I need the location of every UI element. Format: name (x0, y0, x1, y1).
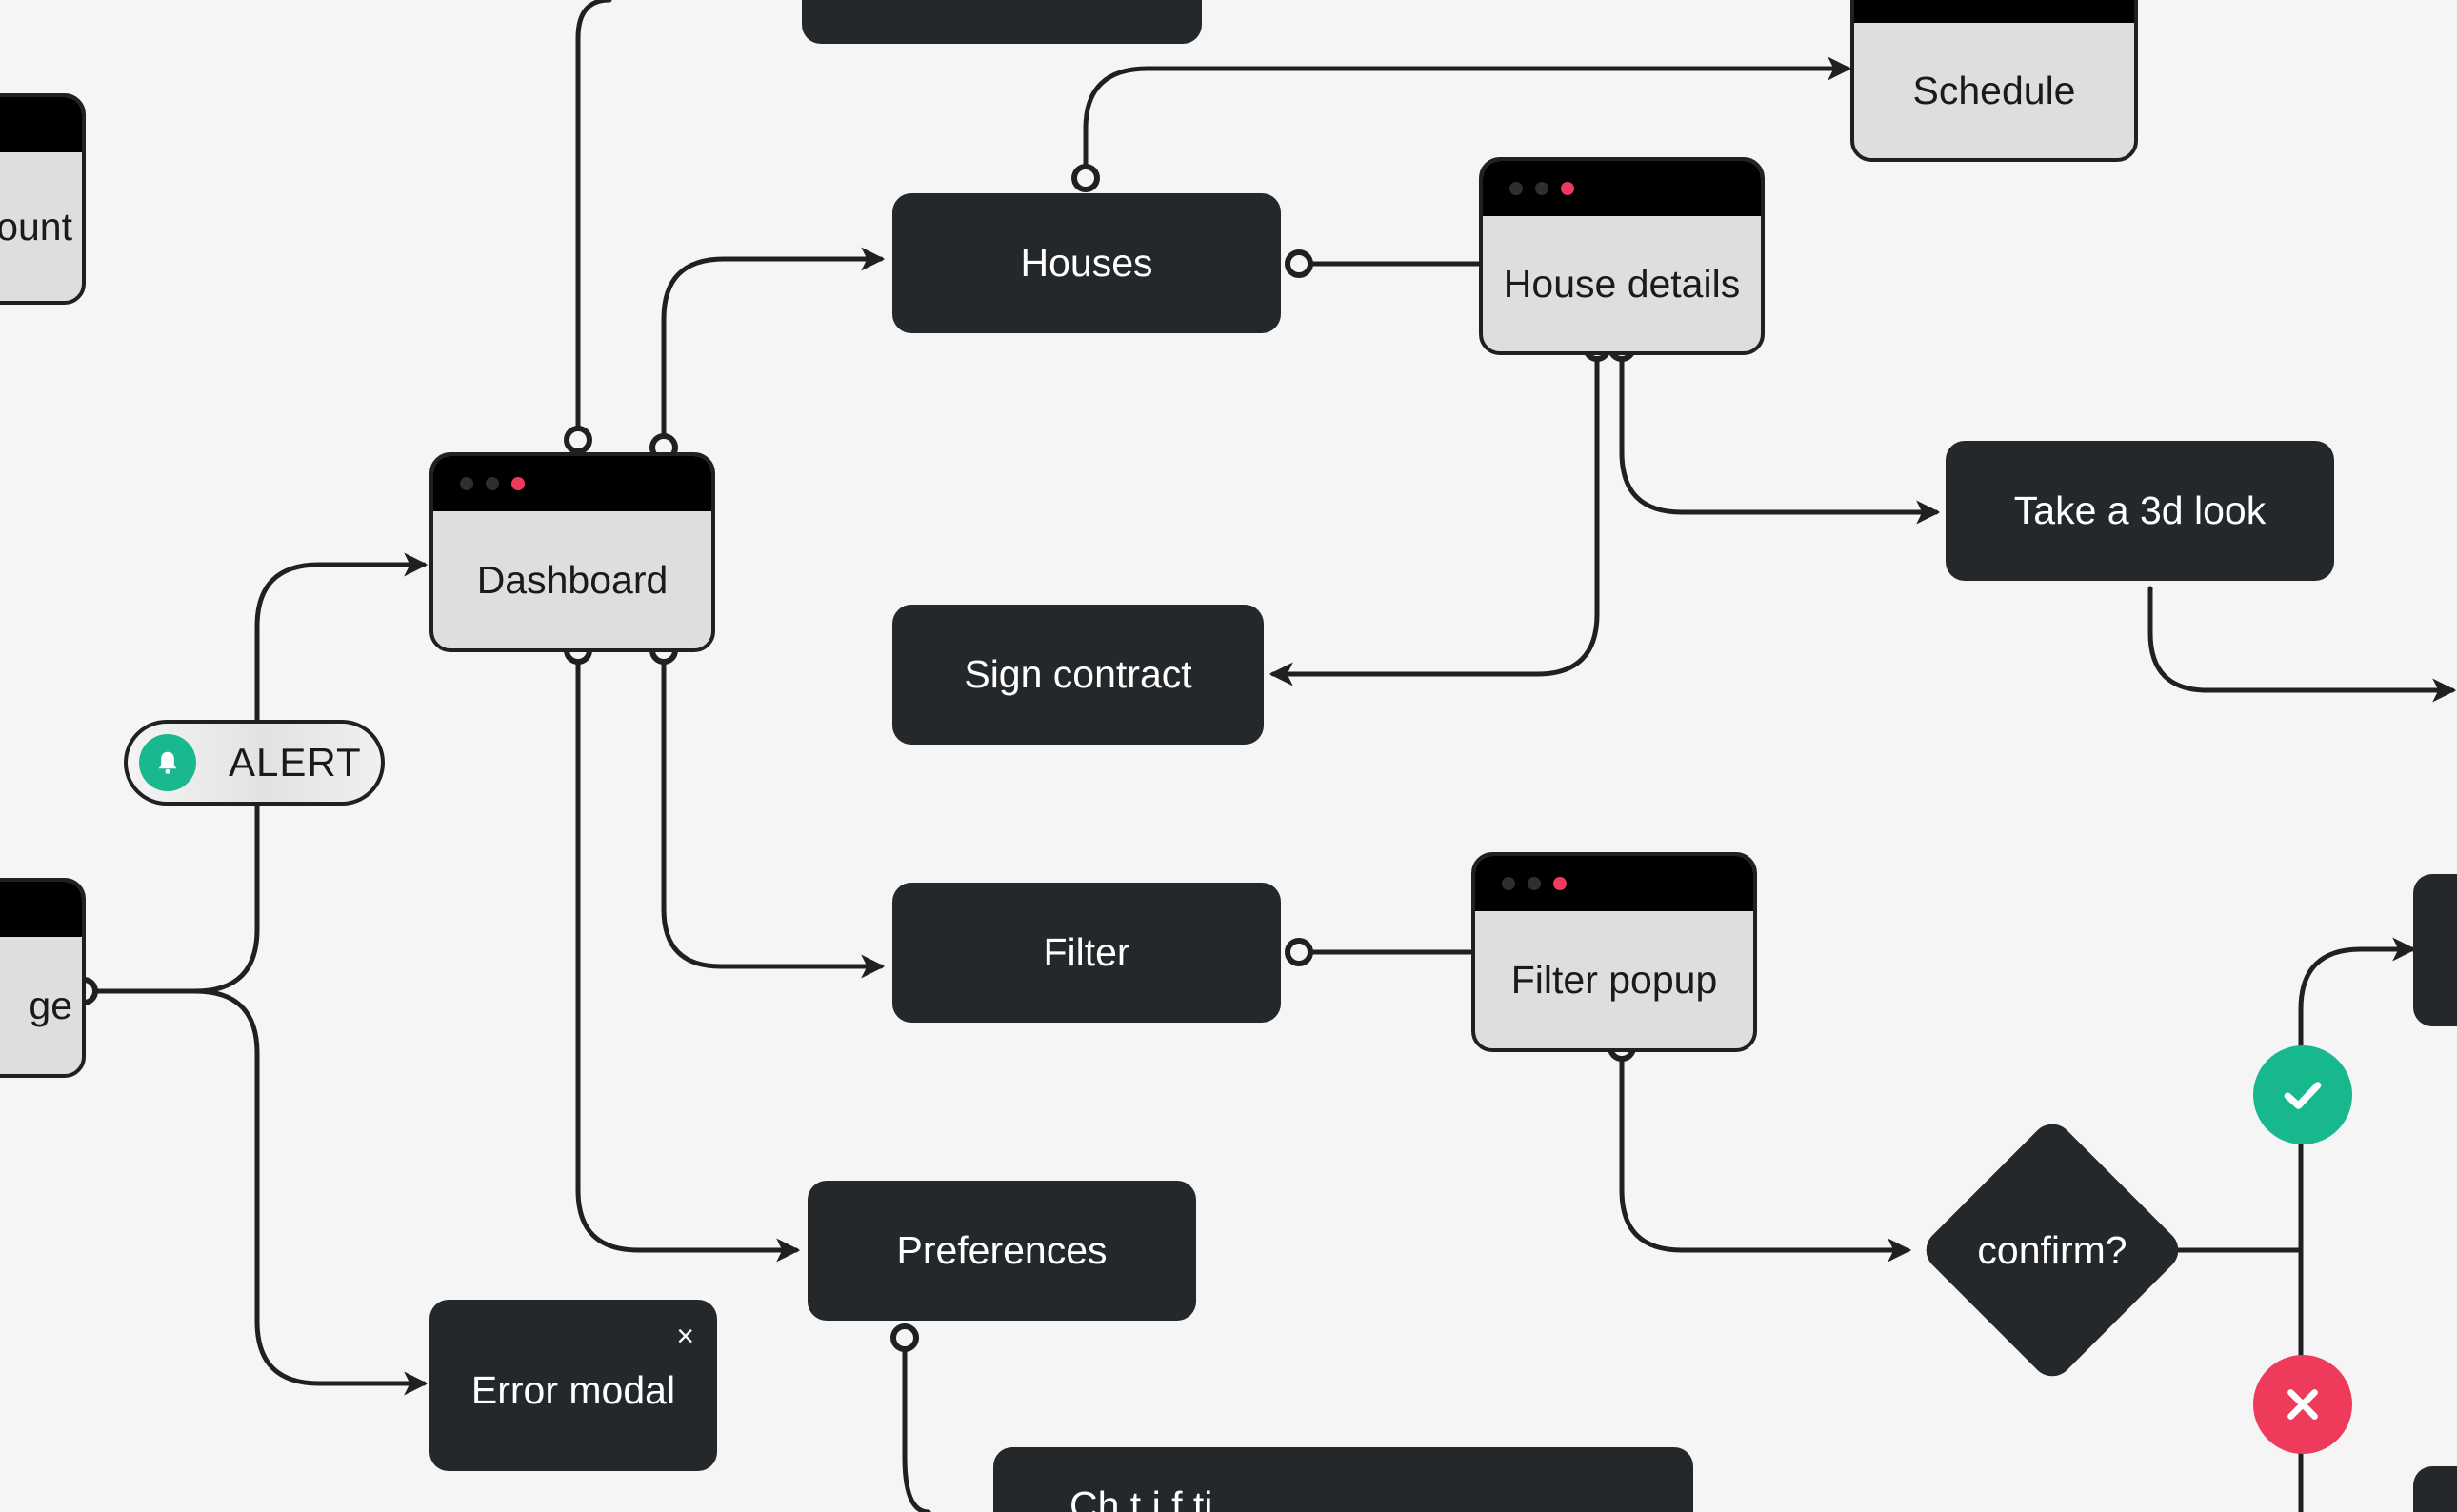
port-dashboard-top-a[interactable] (564, 426, 592, 454)
node-label: Ch t i f ti (1069, 1483, 1213, 1512)
window-titlebar (0, 882, 82, 937)
wire-branch-yes (2298, 937, 2417, 1512)
window-dashboard[interactable]: Dashboard (429, 452, 715, 652)
window-close-dot-icon (511, 477, 525, 490)
bell-icon (139, 734, 196, 791)
window-filter-popup[interactable]: Filter popup (1471, 852, 1757, 1052)
node-label: Preferences (896, 1228, 1108, 1272)
node-filter[interactable]: Filter (892, 883, 1281, 1023)
close-icon[interactable]: × (676, 1319, 694, 1353)
node-bottom-partial[interactable]: Ch t i f ti (993, 1447, 1693, 1512)
node-take-3d-look[interactable]: Take a 3d look (1946, 441, 2334, 581)
node-label: Sign contract (964, 652, 1192, 696)
wire-popup-confirm (1619, 1044, 1912, 1263)
port-houses-right[interactable] (1285, 249, 1313, 278)
node-right-bottom-partial[interactable] (2413, 1466, 2457, 1512)
node-top-partial[interactable] (802, 0, 1202, 44)
window-house-details[interactable]: House details (1479, 157, 1765, 355)
port-preferences-bottom[interactable] (890, 1323, 919, 1352)
node-preferences[interactable]: Preferences (808, 1181, 1196, 1321)
node-label: Filter (1043, 930, 1130, 974)
window-dot-icon (486, 477, 499, 490)
node-right-partial[interactable] (2413, 874, 2457, 1026)
window-dot-icon (1535, 182, 1548, 195)
window-dot-icon (1509, 182, 1523, 195)
port-houses-top[interactable] (1071, 164, 1100, 192)
window-label: Dashboard (476, 557, 669, 602)
node-label: Houses (1020, 241, 1153, 285)
decision-label: confirm? (1977, 1227, 2127, 1272)
window-controls (460, 477, 525, 490)
node-error-modal[interactable]: × Error modal (429, 1300, 717, 1471)
port-filter-right[interactable] (1285, 938, 1313, 966)
window-label: ge (29, 983, 72, 1027)
window-close-dot-icon (1553, 877, 1567, 890)
window-close-dot-icon (1561, 182, 1574, 195)
wire-dashboard-houses (661, 247, 886, 448)
window-account-partial[interactable]: ount (0, 93, 86, 305)
window-page-partial[interactable]: ge (0, 878, 86, 1078)
window-titlebar (433, 456, 711, 511)
confirm-yes-check-icon[interactable] (2253, 1045, 2352, 1144)
wire-dashboard-top (575, 0, 612, 441)
window-titlebar (1475, 856, 1753, 911)
window-titlebar (1483, 161, 1761, 216)
alert-label: ALERT (229, 740, 362, 785)
window-dot-icon (460, 477, 473, 490)
node-label: Error modal (470, 1367, 676, 1412)
window-label: Filter popup (1510, 957, 1718, 1002)
window-titlebar (1854, 0, 2134, 23)
wire-preferences-down (902, 1335, 931, 1512)
wire-3dlook-out (2147, 586, 2457, 703)
window-label: House details (1503, 261, 1741, 306)
node-houses[interactable]: Houses (892, 193, 1281, 333)
window-label: ount (0, 204, 72, 249)
window-dot-icon (1502, 877, 1515, 890)
window-label: Schedule (1912, 68, 2076, 112)
wire-houses-schedule (1083, 56, 1852, 179)
wire-dashboard-filter (661, 647, 886, 979)
confirm-no-x-icon[interactable] (2253, 1355, 2352, 1454)
wire-dashboard-preferences (575, 647, 801, 1263)
window-controls (1502, 877, 1567, 890)
window-dot-icon (1528, 877, 1541, 890)
window-schedule[interactable]: Schedule (1850, 0, 2138, 162)
node-label: Take a 3d look (2013, 488, 2267, 532)
wire-details-contract (1268, 345, 1600, 686)
wire-details-3dlook (1619, 345, 1941, 525)
node-sign-contract[interactable]: Sign contract (892, 605, 1264, 745)
window-controls (1509, 182, 1574, 195)
wire-page-errormodal (192, 988, 429, 1396)
alert-badge[interactable]: ALERT (124, 720, 385, 806)
window-titlebar (0, 97, 82, 152)
